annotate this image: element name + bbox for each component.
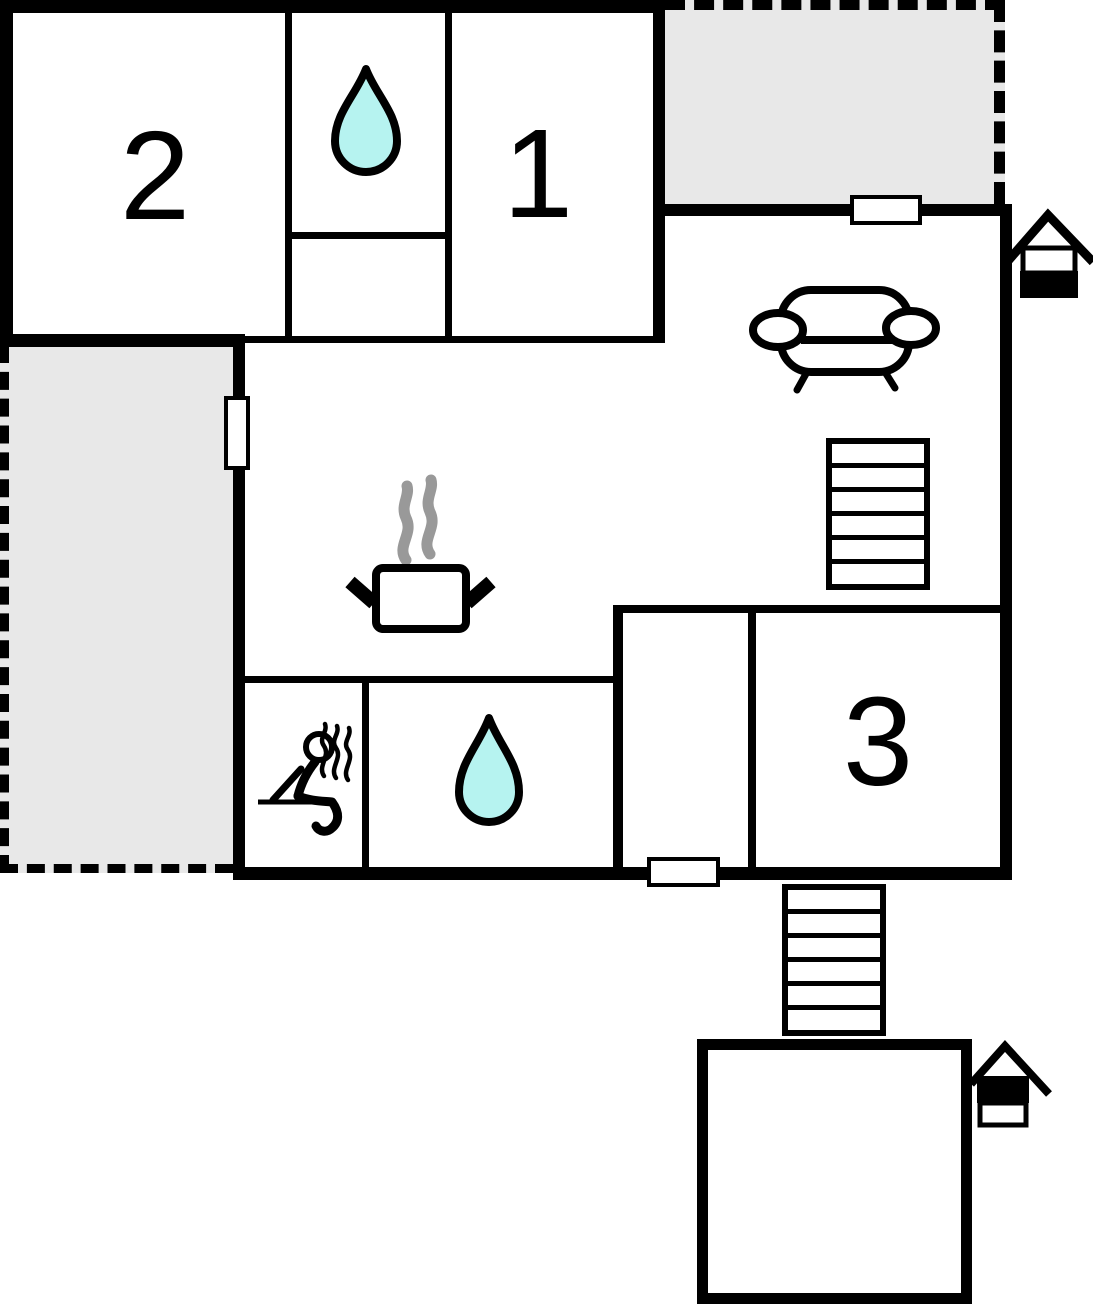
exterior-wall-top bbox=[0, 0, 665, 13]
terrace-left bbox=[0, 345, 233, 873]
stair-tread bbox=[832, 511, 924, 516]
room-3-label: 3 bbox=[842, 670, 914, 812]
stair-tread bbox=[832, 463, 924, 468]
wall-room2-bathroom bbox=[285, 13, 292, 338]
exterior-wall-right bbox=[1000, 204, 1012, 880]
exterior-wall-room1-right bbox=[653, 0, 665, 343]
exterior-wall-room2-bottom bbox=[0, 334, 245, 347]
wall-hall-room3 bbox=[748, 613, 756, 867]
cooking-pot-icon bbox=[345, 474, 496, 633]
wall-room3-top bbox=[623, 605, 1000, 613]
wall-bathroom-room1 bbox=[445, 13, 452, 338]
room-1-label: 1 bbox=[502, 102, 574, 244]
sauna-icon bbox=[258, 721, 353, 836]
stair-tread bbox=[788, 1005, 880, 1010]
water-drop-icon bbox=[455, 714, 523, 826]
water-drop-icon bbox=[331, 65, 401, 176]
wall-bath-hall bbox=[613, 605, 623, 867]
wall-kitchen-top bbox=[240, 336, 653, 343]
stair-tread bbox=[788, 981, 880, 986]
exterior-wall-left-lower bbox=[233, 345, 245, 880]
wall-sauna-top bbox=[245, 676, 617, 683]
room-2-label: 2 bbox=[119, 104, 191, 246]
stair-tread bbox=[832, 535, 924, 540]
window-living-room bbox=[850, 195, 922, 225]
terrace-top-right bbox=[665, 0, 1005, 204]
wall-bathroom-divider bbox=[292, 232, 445, 239]
entrance-house-icon bbox=[1003, 208, 1093, 298]
staircase-upper bbox=[826, 438, 930, 590]
staircase-basement bbox=[782, 884, 886, 1036]
exterior-wall-bottom bbox=[233, 867, 1012, 880]
wall-sauna-bath-divider bbox=[362, 683, 369, 867]
stair-tread bbox=[832, 559, 924, 564]
door-hallway bbox=[647, 857, 720, 887]
exterior-wall-terrace-bottom bbox=[653, 204, 1012, 216]
stair-tread bbox=[788, 933, 880, 938]
stair-tread bbox=[788, 909, 880, 914]
stair-tread bbox=[788, 957, 880, 962]
window-kitchen bbox=[224, 396, 250, 470]
exterior-wall-left-upper bbox=[0, 0, 13, 347]
stair-tread bbox=[832, 487, 924, 492]
entrance-house-icon bbox=[968, 1040, 1052, 1128]
sofa-icon bbox=[749, 286, 940, 394]
basement-room bbox=[697, 1039, 972, 1304]
